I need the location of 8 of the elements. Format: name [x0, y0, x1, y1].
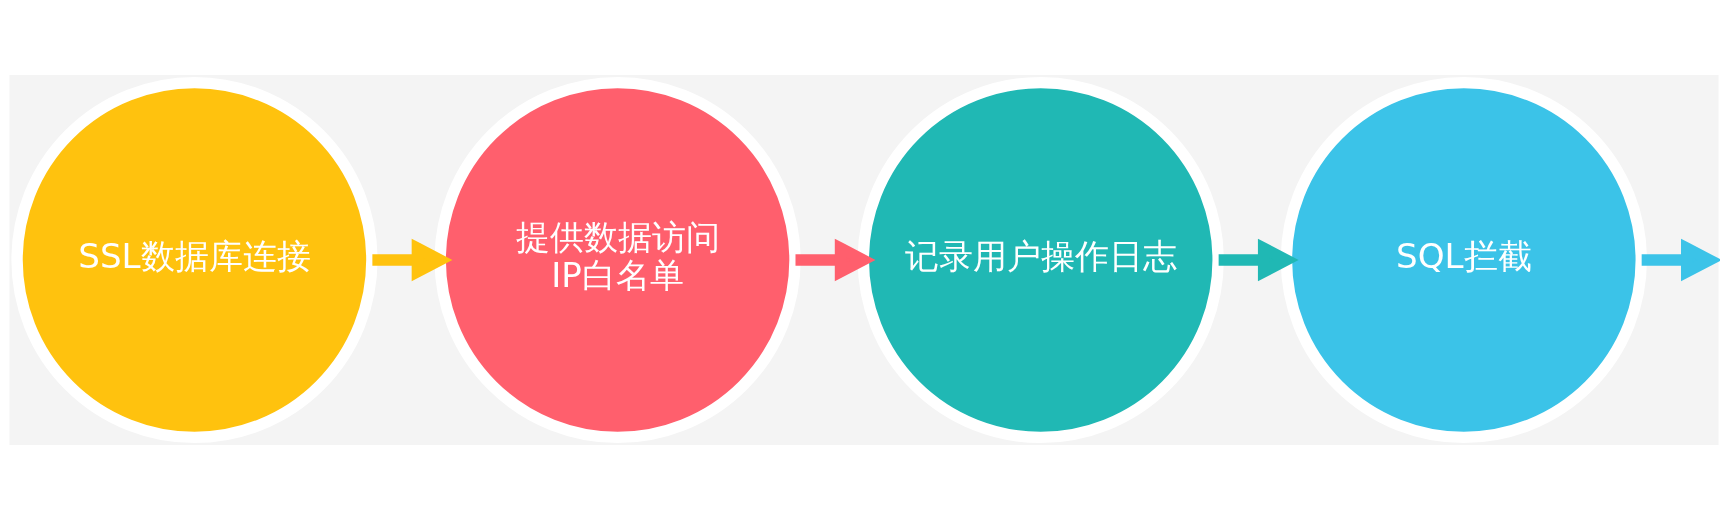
node-circle: SSL数据库连接: [11, 76, 378, 444]
node-circle: 记录用户操作日志: [857, 76, 1224, 444]
arrow: [795, 238, 876, 282]
node-circle: SQL拦截: [1280, 76, 1647, 444]
node-circle: 提供数据访问 IP白名单: [434, 76, 801, 444]
arrow: [372, 238, 453, 282]
arrow: [1218, 238, 1299, 282]
arrow: [1641, 238, 1720, 282]
